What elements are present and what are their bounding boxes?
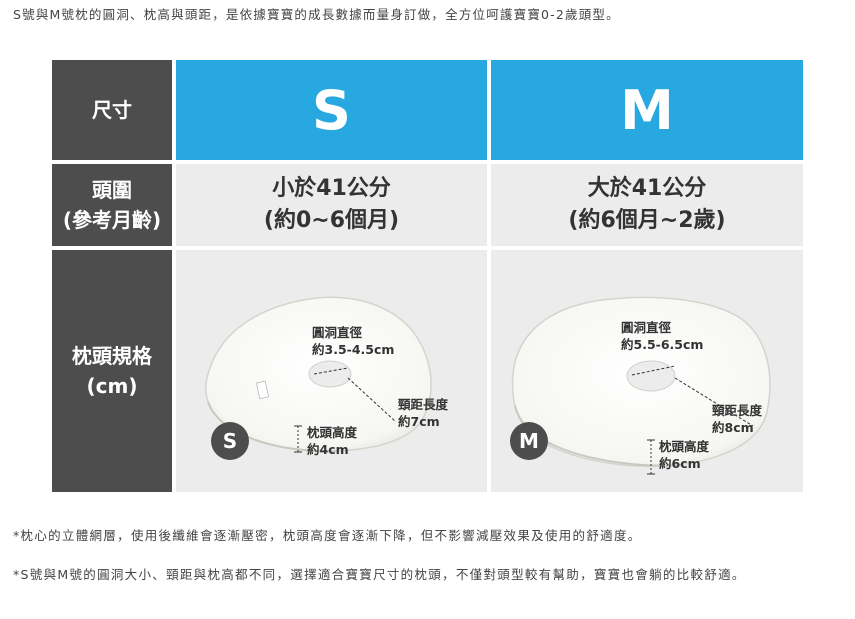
hole-diameter-title: 圓洞直徑 (312, 325, 363, 340)
size-m-pillow-figure: M 圓洞直徑 約5.5-6.5cm 頸距長度 約8cm 枕頭高度 約6cm (491, 250, 803, 492)
size-m-distance-label: 頸距長度 約8cm (712, 402, 762, 436)
hole-diameter-title: 圓洞直徑 (621, 320, 672, 335)
size-m-age: (約6個月~2歲) (568, 208, 726, 233)
neck-distance-value: 約7cm (398, 414, 440, 429)
pillow-s-image (205, 296, 432, 453)
pillow-height-title: 枕頭高度 (307, 425, 358, 440)
size-s-circumference: 小於41公分 (272, 176, 391, 201)
pillow-spec-label: 枕頭規格 (cm) (52, 250, 172, 492)
hole-diameter-value: 約3.5-4.5cm (312, 342, 395, 357)
pillow-height-title: 枕頭高度 (659, 439, 710, 454)
size-s-age: (約0~6個月) (263, 208, 400, 233)
intro-text: S號與M號枕的圓洞、枕高與頭距，是依據寶寶的成長數據而量身訂做，全方位呵護寶寶0… (13, 7, 620, 22)
size-s-head-range: 小於41公分 (約0~6個月) (176, 164, 487, 246)
size-s-height-label: 枕頭高度 約4cm (307, 424, 357, 458)
pillow-spec-unit: (cm) (86, 374, 138, 398)
age-reference-title: (參考月齡) (62, 208, 162, 232)
size-m-circumference: 大於41公分 (587, 176, 707, 201)
neck-distance-value: 約8cm (712, 420, 754, 435)
size-header-text: 尺寸 (92, 98, 132, 122)
pillow-spec-title: 枕頭規格 (72, 344, 152, 368)
size-s-header: S (176, 60, 487, 160)
size-s-letter: S (312, 78, 351, 142)
size-m-head-range: 大於41公分 (約6個月~2歲) (491, 164, 803, 246)
size-comparison-table: 尺寸 S M 頭圍 (參考月齡) 小於41公分 (約0~6個月) 大於41公分 … (52, 60, 803, 492)
size-m-letter: M (620, 78, 674, 142)
size-m-badge: M (510, 422, 548, 460)
neck-distance-title: 頸距長度 (712, 403, 763, 418)
size-m-height-label: 枕頭高度 約6cm (659, 438, 709, 472)
neck-distance-title: 頸距長度 (398, 397, 449, 412)
pillow-height-value: 約6cm (659, 456, 701, 471)
size-s-distance-label: 頸距長度 約7cm (398, 396, 448, 430)
size-header-label: 尺寸 (52, 60, 172, 160)
head-circumference-label: 頭圍 (參考月齡) (52, 164, 172, 246)
size-s-badge: S (211, 422, 249, 460)
size-s-pillow-figure: S 圓洞直徑 約3.5-4.5cm 頸距長度 約7cm 枕頭高度 約4cm (176, 250, 487, 492)
pillow-height-value: 約4cm (307, 442, 349, 457)
note-size-choice: *S號與M號的圓洞大小、頸距與枕高都不同，選擇適合寶寶尺寸的枕頭，不僅對頭型較有… (13, 567, 746, 582)
note-net-layer: *枕心的立體網層，使用後纖維會逐漸壓密，枕頭高度會逐漸下降，但不影響減壓效果及使… (13, 528, 642, 543)
hole-diameter-value: 約5.5-6.5cm (621, 337, 704, 352)
size-s-hole-label: 圓洞直徑 約3.5-4.5cm (312, 324, 394, 358)
size-m-header: M (491, 60, 803, 160)
head-circumference-title: 頭圍 (92, 178, 132, 202)
size-m-hole-label: 圓洞直徑 約5.5-6.5cm (621, 319, 703, 353)
